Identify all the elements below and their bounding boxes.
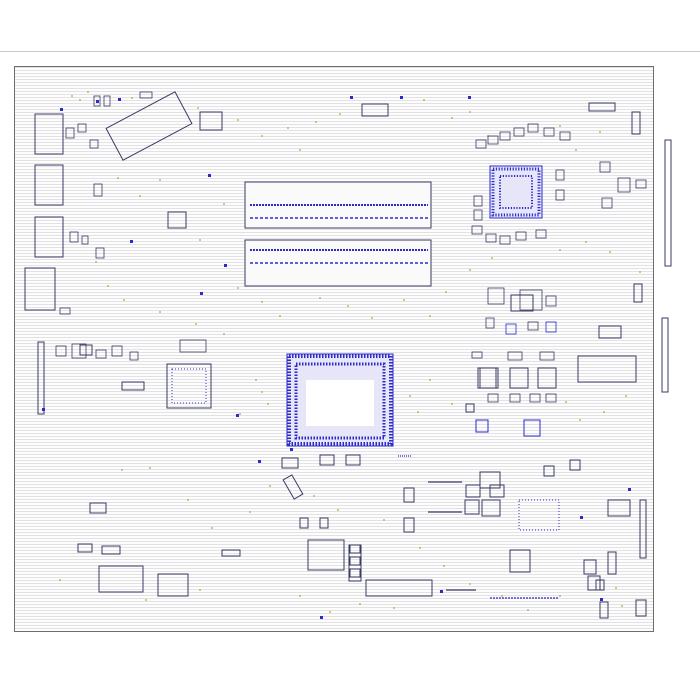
rotated-module — [105, 91, 193, 161]
chip-8 — [537, 367, 557, 389]
chip-bottom-left-2 — [157, 573, 189, 597]
chip-11 — [464, 499, 480, 515]
vias — [59, 91, 641, 613]
chip-16 — [281, 457, 299, 469]
chip-6 — [477, 367, 497, 389]
bottom-connector — [365, 579, 433, 597]
chip-3 — [361, 103, 389, 117]
chip-7 — [509, 367, 529, 389]
right-edge-connectors — [639, 139, 672, 559]
chip-28 — [607, 551, 617, 575]
chip-top-1 — [199, 111, 223, 131]
chip-29 — [121, 381, 145, 391]
right-module — [577, 355, 637, 383]
chip-bottom-mid — [307, 539, 345, 571]
chip-13 — [509, 549, 531, 573]
chip-4 — [588, 102, 616, 112]
top-divider-line — [0, 51, 700, 52]
chip-bottom-left-1 — [98, 565, 144, 593]
right-strip-3 — [639, 499, 647, 559]
chip-19 — [403, 517, 415, 533]
pch-surround-components — [471, 123, 647, 245]
right-strip-2 — [661, 317, 669, 393]
chip-12 — [607, 499, 631, 517]
io-port-3 — [34, 216, 64, 258]
blue-markers — [42, 96, 631, 619]
cpu-bga-package — [286, 353, 394, 447]
left-header-strip — [37, 341, 45, 415]
chip-14 — [587, 575, 601, 591]
chip-20 — [77, 543, 93, 553]
chip-22 — [221, 549, 241, 557]
chip-stack — [348, 544, 362, 582]
io-port-2 — [34, 164, 64, 206]
chip-5 — [510, 294, 534, 312]
chip-24 — [598, 325, 622, 339]
chip-23 — [633, 283, 643, 303]
chip-26 — [635, 599, 647, 617]
chip-21 — [101, 545, 121, 555]
bga-small — [518, 499, 560, 531]
chip-2 — [167, 211, 187, 229]
io-port-1 — [34, 113, 64, 155]
memory-slots — [244, 181, 432, 287]
right-strip-1 — [664, 139, 672, 267]
pad-groups — [299, 367, 605, 591]
chip-27 — [631, 111, 641, 135]
left-io-connectors — [24, 113, 64, 415]
chip-10 — [481, 499, 501, 517]
chip-18 — [403, 487, 415, 503]
pcb-board-outline — [14, 66, 654, 632]
chip-15 — [89, 502, 107, 514]
right-middle-components — [471, 287, 557, 403]
pch-bga-package — [489, 165, 543, 219]
traces — [398, 455, 558, 599]
io-port-4 — [24, 267, 56, 311]
qfn-chip-left — [166, 363, 212, 409]
left-side-components — [55, 91, 207, 361]
chip-17 — [282, 474, 304, 500]
chip-25 — [599, 601, 609, 619]
